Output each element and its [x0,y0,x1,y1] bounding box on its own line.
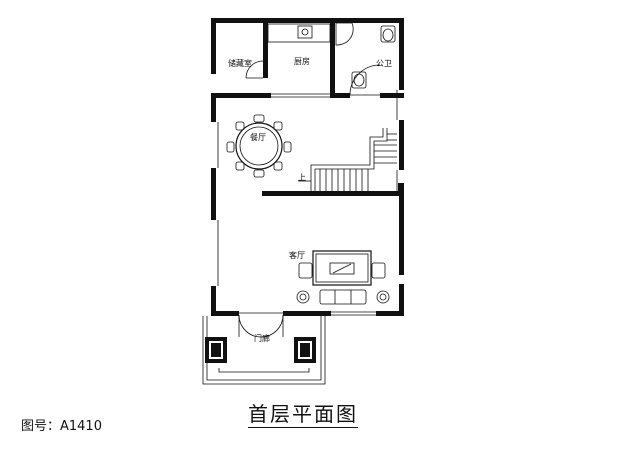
living-furniture [296,250,390,305]
porch-column-left [205,337,227,363]
drawing-number: 图号：A1410 [21,419,102,434]
plan-title: 首层平面图 [248,402,358,428]
room-label-bathroom: 公卫 [376,59,392,68]
stair-up-marker: 上 [298,173,306,182]
porch-column-right [294,337,316,363]
dining-chairs [226,114,292,178]
staircase [298,128,397,191]
room-label-living: 客厅 [289,250,305,260]
bathroom-fixtures [335,22,396,89]
room-label-kitchen: 厨房 [294,56,310,66]
openings [238,20,381,338]
interior-walls [211,18,404,196]
dining-table [226,114,292,178]
room-label-dining: 餐厅 [250,133,266,142]
porch [202,316,326,385]
kitchen-fixtures [267,23,331,43]
room-label-storage: 储藏室 [228,58,252,68]
room-label-porch: 门廊 [254,333,270,343]
